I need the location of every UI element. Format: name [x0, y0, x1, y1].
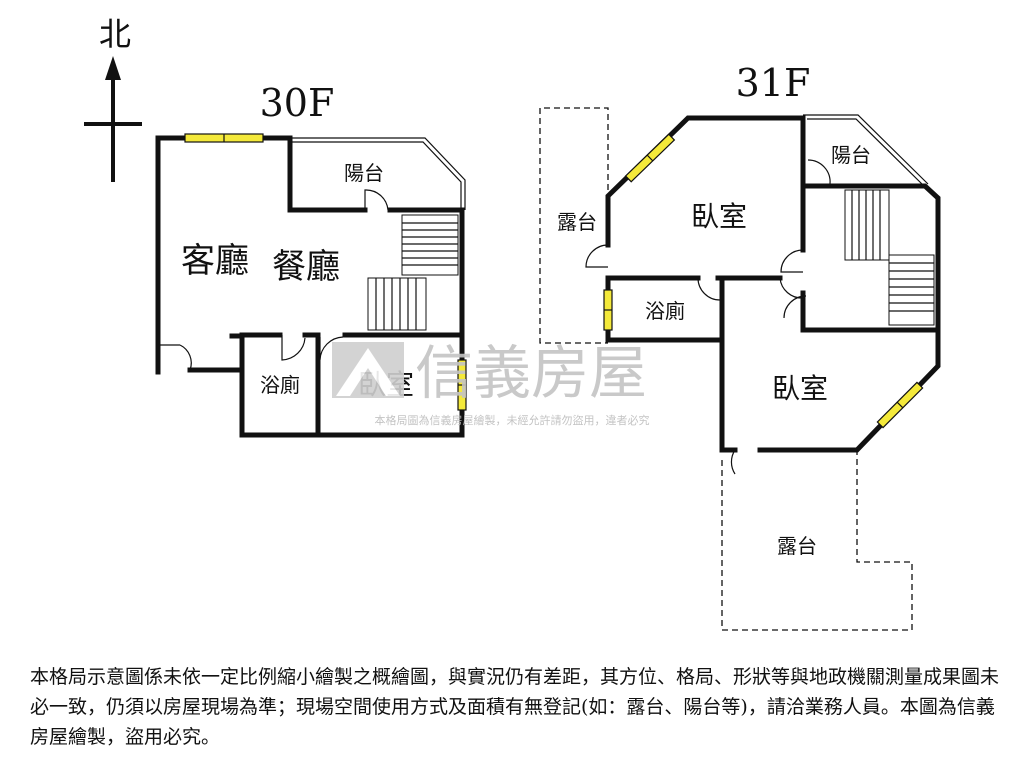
floor-30f-label: 30F — [260, 81, 335, 125]
room-31f-terrace-west: 露台 — [557, 210, 597, 234]
floor-31f-inner-walls — [719, 183, 841, 343]
floor-31f: 31F — [539, 61, 941, 631]
room-31f-bedroom-south: 臥室 — [772, 372, 828, 405]
floor-30f-stairs-upper — [401, 214, 459, 276]
room-30f-dining: 餐廳 — [272, 247, 340, 287]
floor-31f-stairs-lower — [888, 254, 935, 326]
watermark-logo — [332, 342, 404, 398]
floor-30f: 30F 客廳 — [155, 81, 467, 438]
floor-31f-door-terrace-west — [585, 244, 609, 268]
floor-31f-door-balcony — [807, 159, 831, 185]
floor-31f-label: 31F — [736, 61, 811, 105]
room-31f-bedroom-north: 臥室 — [691, 200, 747, 233]
floor-30f-balcony-outline — [290, 137, 466, 210]
compass-arrow-head — [105, 56, 121, 80]
floor-31f-outer-wall — [605, 115, 941, 453]
floor-31f-door-bedroom-south — [779, 277, 807, 319]
north-label: 北 — [99, 15, 131, 53]
floor-plan: 北 30F — [84, 15, 941, 631]
floor-31f-window-se — [876, 381, 924, 429]
floor-30f-stairs-lower — [367, 277, 427, 331]
floor-30f-door-bedroom — [319, 336, 344, 361]
floor-30f-bath-walls — [239, 332, 465, 438]
watermark-caption: 本格局圖為信義房屋繪製，未經允許請勿盜用，違者必究 — [375, 413, 650, 427]
room-31f-terrace-south: 露台 — [777, 534, 817, 558]
room-31f-balcony: 陽台 — [831, 143, 871, 167]
floor-30f-door-entry — [160, 344, 192, 372]
room-30f-balcony: 陽台 — [344, 161, 384, 185]
compass: 北 — [84, 15, 142, 182]
floor-30f-outer-wall — [155, 135, 465, 438]
room-30f-bathroom: 浴廁 — [260, 373, 300, 397]
floor-31f-window-nw — [624, 133, 676, 183]
watermark: 信義房屋 本格局圖為信義房屋繪製，未經允許請勿盜用，違者必究 — [332, 339, 650, 427]
floor-31f-door-bedroom-north — [780, 249, 804, 273]
floor-31f-balcony-outline — [803, 114, 929, 187]
floor-31f-door-terrace-south — [730, 449, 736, 475]
watermark-brand: 信義房屋 — [415, 339, 647, 407]
floor-30f-door-balcony — [364, 189, 389, 211]
disclaimer-notice: 本格局示意圖係未依一定比例縮小繪製之概繪圖，與實況仍有差距，其方位、格局、形狀等… — [30, 666, 1000, 748]
room-30f-living: 客廳 — [181, 241, 249, 281]
floor-30f-door-bath — [281, 335, 306, 361]
room-31f-bathroom: 浴廁 — [645, 299, 685, 323]
floor-31f-terrace-south — [721, 452, 913, 631]
floor-31f-terrace-west — [539, 107, 609, 344]
floor-31f-door-bath — [697, 277, 721, 301]
floor-31f-stairs-upper — [844, 189, 890, 261]
